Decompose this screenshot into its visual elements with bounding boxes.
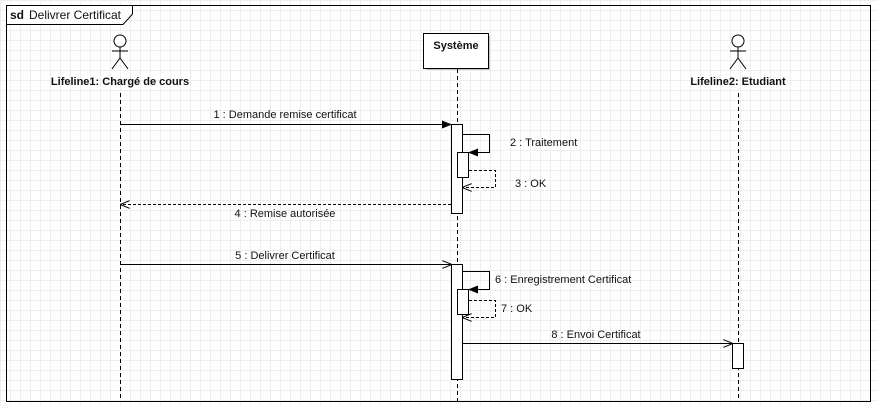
actor-label: Lifeline1: Chargé de cours: [51, 76, 189, 88]
activation-bar-systeme-nested-2: [457, 289, 469, 315]
message-3[interactable]: 3 : OK: [463, 170, 547, 191]
message-label: 2 : Traitement: [510, 137, 577, 149]
message-2[interactable]: 2 : Traitement: [463, 134, 577, 157]
actor-label: Lifeline2: Etudiant: [690, 76, 786, 88]
activation-bar-etudiant: [732, 343, 744, 369]
message-4[interactable]: 4 : Remise autorisée: [121, 205, 451, 221]
stick-figure-icon: [729, 34, 747, 70]
message-label: 4 : Remise autorisée: [235, 208, 336, 220]
object-systeme[interactable]: Système: [423, 33, 491, 71]
sd-frame-tab: [6, 5, 133, 25]
message-5[interactable]: 5 : Delivrer Certificat: [121, 250, 451, 265]
frame-keyword: sd: [10, 8, 24, 22]
message-label: 8 : Envoi Certificat: [551, 329, 640, 341]
actor-charge-de-cours[interactable]: Lifeline1: Chargé de cours: [51, 34, 189, 88]
frame-title: Delivrer Certificat: [29, 8, 122, 22]
message-1[interactable]: 1 : Demande remise certificat: [121, 109, 452, 129]
object-label: Système: [433, 40, 478, 52]
activation-bar-systeme-2: [451, 264, 463, 380]
message-7[interactable]: 7 : OK: [463, 300, 533, 318]
actor-etudiant[interactable]: Lifeline2: Etudiant: [690, 34, 786, 88]
message-label: 3 : OK: [515, 178, 547, 190]
message-label: 7 : OK: [501, 303, 533, 315]
sd-frame: [6, 5, 871, 402]
message-label: 5 : Delivrer Certificat: [235, 250, 335, 262]
activation-bar-systeme-nested-1: [457, 152, 469, 178]
message-label: 6 : Enregistrement Certificat: [495, 274, 631, 286]
message-8[interactable]: 8 : Envoi Certificat: [463, 329, 732, 344]
message-6[interactable]: 6 : Enregistrement Certificat: [463, 271, 631, 294]
stick-figure-icon: [111, 34, 129, 70]
object-box: [423, 33, 489, 69]
message-label: 1 : Demande remise certificat: [213, 109, 356, 121]
